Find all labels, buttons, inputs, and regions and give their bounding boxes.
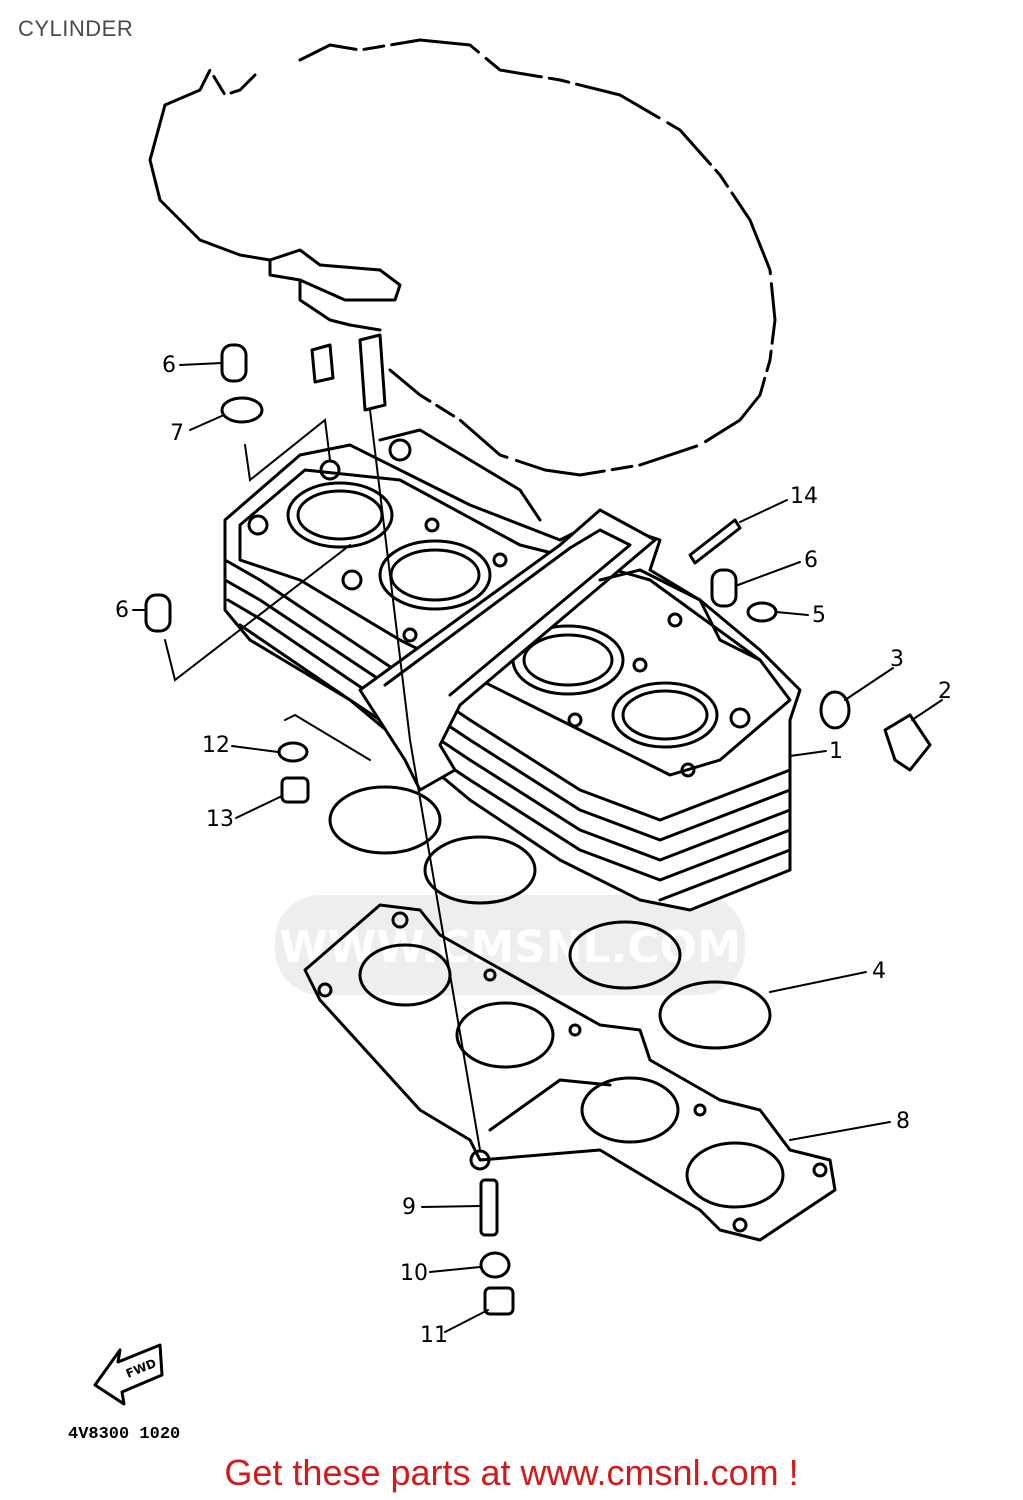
callout-1: 1: [829, 739, 843, 764]
o-rings: [328, 785, 772, 1050]
dowel-pin-left: [144, 593, 172, 633]
washer-3: [819, 690, 851, 730]
fwd-arrow-icon: FWD: [93, 1343, 164, 1406]
watermark-logo: WWW.CMSNL.COM: [275, 895, 745, 995]
page-title: CYLINDER: [18, 16, 134, 41]
washer-12: [277, 741, 309, 763]
dowel-pin-right: [710, 568, 738, 608]
seal-7: [220, 396, 264, 424]
stud-14: [688, 518, 742, 565]
callout-4: 4: [872, 959, 886, 984]
callout-11: 11: [420, 1323, 448, 1348]
nut-13: [280, 776, 310, 804]
callout-5: 5: [812, 603, 826, 628]
callout-13: 13: [206, 807, 234, 832]
cylinder-block: [223, 428, 802, 912]
callout-10: 10: [400, 1261, 428, 1286]
nut-11: [483, 1286, 515, 1316]
watermark-text: WWW.CMSNL.COM: [279, 922, 741, 973]
callout-14: 14: [790, 484, 818, 509]
stud-top-2: [310, 343, 335, 384]
callout-12: 12: [202, 733, 230, 758]
callout-6a: 6: [162, 353, 176, 378]
seal-5: [746, 601, 778, 623]
washer-10: [479, 1251, 511, 1279]
stud-9: [479, 1178, 499, 1237]
plug-2: [883, 713, 932, 772]
part-callouts: 1 2 3 4 5 6 6 6 7 8 9 10 11 12 13 14: [115, 353, 952, 1348]
callout-9: 9: [402, 1195, 416, 1220]
dowel-pin-top: [220, 343, 248, 383]
crankcase-outline: [148, 38, 777, 477]
base-gasket: [303, 903, 837, 1242]
stud-top: [358, 333, 387, 412]
drawing-code: 4V8300 1020: [68, 1425, 181, 1444]
callout-6c: 6: [804, 548, 818, 573]
callout-3: 3: [890, 647, 904, 672]
callout-8: 8: [896, 1109, 910, 1134]
callout-2: 2: [938, 679, 952, 704]
callout-7: 7: [170, 421, 184, 446]
callout-6b: 6: [115, 598, 129, 623]
parts-shop-link[interactable]: Get these parts at www.cmsnl.com !: [224, 1452, 799, 1493]
